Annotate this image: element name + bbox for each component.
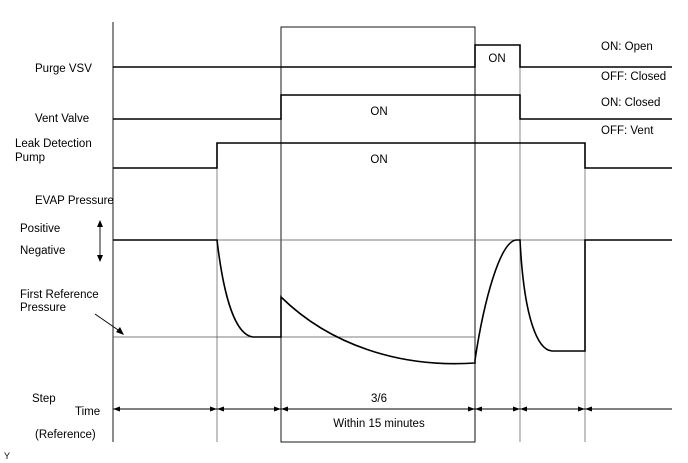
footer-mark: Y <box>4 451 10 461</box>
first-reference-label-line1: First Reference <box>20 289 99 301</box>
leak-pump-label-line1: Leak Detection <box>15 138 92 150</box>
purge-vsv-state-off: OFF: Closed <box>601 71 666 83</box>
vent-valve-signal <box>113 94 672 120</box>
vent-valve-state-on: ON: Closed <box>601 97 660 109</box>
evap-pressure-label: EVAP Pressure <box>35 195 114 207</box>
first-reference-pointer-line <box>94 313 122 333</box>
purge-vsv-label: Purge VSV <box>35 63 92 75</box>
step-3-window-frame <box>280 26 476 443</box>
pressure-up-arrowhead <box>97 220 103 227</box>
vent-valve-on-text: ON <box>370 106 387 118</box>
step-label: Step <box>32 393 56 405</box>
first-reference-pointer-arrowhead <box>116 327 124 335</box>
time-dimension-arrowheads <box>113 406 592 412</box>
purge-vsv-on-text: ON <box>488 53 505 65</box>
evap-positive-label: Positive <box>20 223 60 235</box>
first-reference-label-line2: Pressure <box>20 302 66 314</box>
vent-valve-state-off: OFF: Vent <box>601 125 654 137</box>
leak-pump-label-line2: Pump <box>15 152 45 164</box>
leak-pump-signal <box>113 142 672 169</box>
reference-label: (Reference) <box>35 429 96 441</box>
purge-vsv-signal <box>113 44 672 68</box>
leak-pump-on-text: ON <box>370 154 387 166</box>
step-value: 3/6 <box>371 393 387 405</box>
purge-vsv-state-on: ON: Open <box>601 41 653 53</box>
vent-valve-label: Vent Valve <box>35 113 89 125</box>
evap-negative-label: Negative <box>20 245 65 257</box>
time-value: Within 15 minutes <box>333 418 425 430</box>
pressure-down-arrowhead <box>97 255 103 262</box>
time-label: Time <box>75 406 100 418</box>
evap-pressure-curve <box>113 239 672 365</box>
